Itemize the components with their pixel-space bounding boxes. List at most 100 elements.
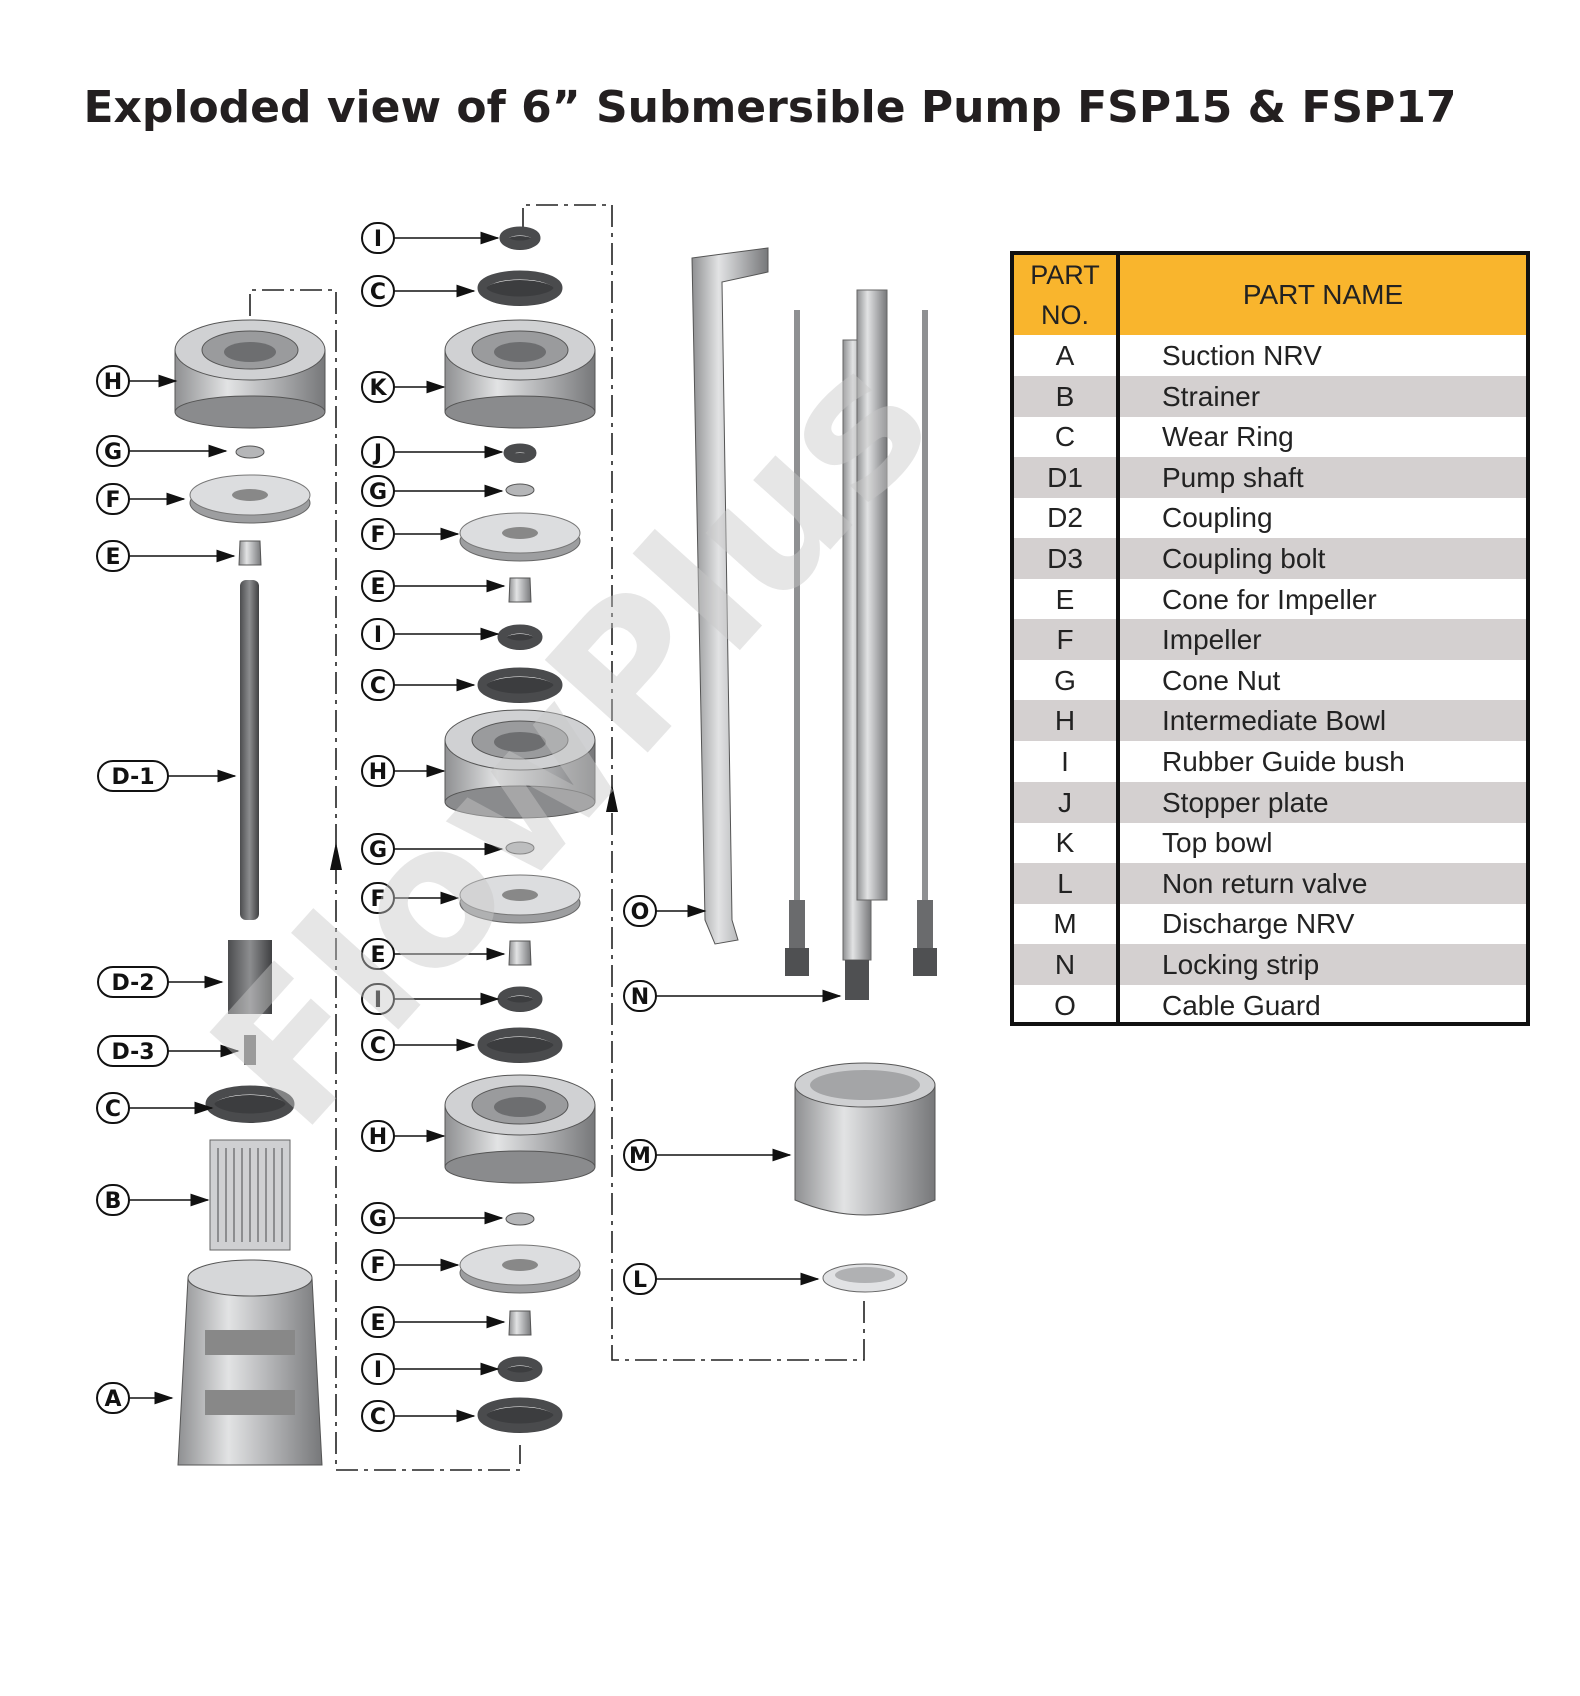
part-no-cell: B xyxy=(1055,380,1075,412)
table-column-divider xyxy=(1116,255,1120,1022)
impeller-part xyxy=(459,1244,581,1294)
callout-label: B xyxy=(105,1189,122,1214)
ring-part xyxy=(477,1027,563,1063)
callout-e: E xyxy=(96,540,236,572)
header-part-name: PART NAME xyxy=(1242,279,1404,310)
callout-b: B xyxy=(96,1184,210,1216)
callout-h: H xyxy=(361,755,446,787)
callout-label: F xyxy=(370,523,385,548)
nut-part xyxy=(235,445,265,459)
callout-label: I xyxy=(374,988,382,1013)
callout-m: M xyxy=(623,1139,792,1171)
callout-c: C xyxy=(361,275,476,307)
callout-label: H xyxy=(369,760,387,785)
part-name-cell: Pump shaft xyxy=(1162,461,1304,493)
callout-label: E xyxy=(105,545,120,570)
part-name-cell: Intermediate Bowl xyxy=(1162,705,1387,737)
callout-a: A xyxy=(96,1382,174,1414)
callout-label: H xyxy=(104,370,122,395)
part-no-cell: G xyxy=(1054,664,1076,696)
part-name-cell: Suction NRV xyxy=(1162,340,1322,371)
cone-part xyxy=(508,1310,532,1336)
table-header xyxy=(1014,255,1526,335)
locking-strip-part xyxy=(785,310,809,976)
callout-label: E xyxy=(370,1311,385,1336)
callout-e: E xyxy=(361,938,506,970)
callout-label: E xyxy=(370,943,385,968)
locking-strip-part xyxy=(913,310,937,976)
callout-label: F xyxy=(370,887,385,912)
callout-j: J xyxy=(361,436,504,468)
callout-d-2: D-2 xyxy=(97,966,224,998)
part-name-cell: Non return valve xyxy=(1162,867,1368,899)
pump-shaft-part xyxy=(240,580,259,920)
callout-label: C xyxy=(370,1034,386,1059)
callout-d-1: D-1 xyxy=(97,760,237,792)
callout-f: F xyxy=(361,882,460,914)
callout-c: C xyxy=(361,1029,476,1061)
impeller-part xyxy=(459,874,581,924)
part-no-cell: K xyxy=(1055,827,1075,859)
callout-h: H xyxy=(361,1120,446,1152)
table-row: C Wear Ring xyxy=(1014,416,1526,457)
callout-label: G xyxy=(369,480,387,505)
callout-i: I xyxy=(361,1353,500,1385)
callout-label: E xyxy=(370,575,385,600)
page-title: Exploded view of 6” Submersible Pump FSP… xyxy=(83,82,1457,133)
callout-label: I xyxy=(374,1358,382,1383)
callout-label: D-2 xyxy=(111,971,154,996)
callout-l: L xyxy=(623,1263,820,1295)
ring-part xyxy=(497,986,543,1012)
callout-c: C xyxy=(361,669,476,701)
exploded-view-diagram: HGFED-1D-2D-3CBAICKJGFEICHGFEICHGFEICONM… xyxy=(96,204,937,1471)
callout-label: D-3 xyxy=(111,1040,154,1065)
callout-label: C xyxy=(105,1097,121,1122)
callout-label: F xyxy=(370,1254,385,1279)
callout-c: C xyxy=(96,1092,214,1124)
nut-part xyxy=(505,483,535,497)
part-name-cell: Locking strip xyxy=(1162,949,1320,980)
part-no-cell: C xyxy=(1054,421,1076,453)
part-no-cell: D3 xyxy=(1047,543,1083,574)
table-row: F Impeller xyxy=(1014,619,1526,661)
callout-k: K xyxy=(361,371,446,403)
callout-d-3: D-3 xyxy=(97,1035,240,1067)
ring-part xyxy=(497,624,543,650)
cone-part xyxy=(238,540,262,566)
callout-labels: HGFED-1D-2D-3CBAICKJGFEICHGFEICHGFEICONM… xyxy=(96,222,842,1432)
callout-label: A xyxy=(104,1387,121,1412)
bowl-part xyxy=(444,1074,596,1184)
part-no-cell: F xyxy=(1056,624,1074,656)
part-name-cell: Stopper plate xyxy=(1162,786,1329,818)
coupling-bolt-part xyxy=(244,1035,256,1065)
callout-label: I xyxy=(374,623,382,648)
cone-part xyxy=(508,940,532,966)
callout-label: J xyxy=(372,441,382,466)
part-no-cell: E xyxy=(1055,583,1075,615)
part-name-cell: Coupling xyxy=(1162,502,1273,534)
ring-part xyxy=(477,667,563,703)
callout-label: H xyxy=(369,1125,387,1150)
locking-strip-part xyxy=(856,289,888,901)
callout-label: C xyxy=(370,674,386,699)
pump-parts xyxy=(174,226,937,1466)
table-row: A Suction NRV xyxy=(1014,335,1526,376)
part-no-cell: D2 xyxy=(1047,502,1083,534)
callout-label: L xyxy=(633,1268,647,1293)
part-name-cell: Wear Ring xyxy=(1162,421,1294,453)
part-name-cell: Impeller xyxy=(1162,624,1262,656)
part-no-cell: O xyxy=(1054,989,1076,1021)
callout-i: I xyxy=(361,983,500,1015)
part-no-cell: M xyxy=(1053,908,1077,940)
part-no-cell: A xyxy=(1055,340,1075,371)
cone-part xyxy=(508,577,532,603)
callout-label: K xyxy=(369,376,387,401)
callout-label: G xyxy=(369,1207,387,1232)
